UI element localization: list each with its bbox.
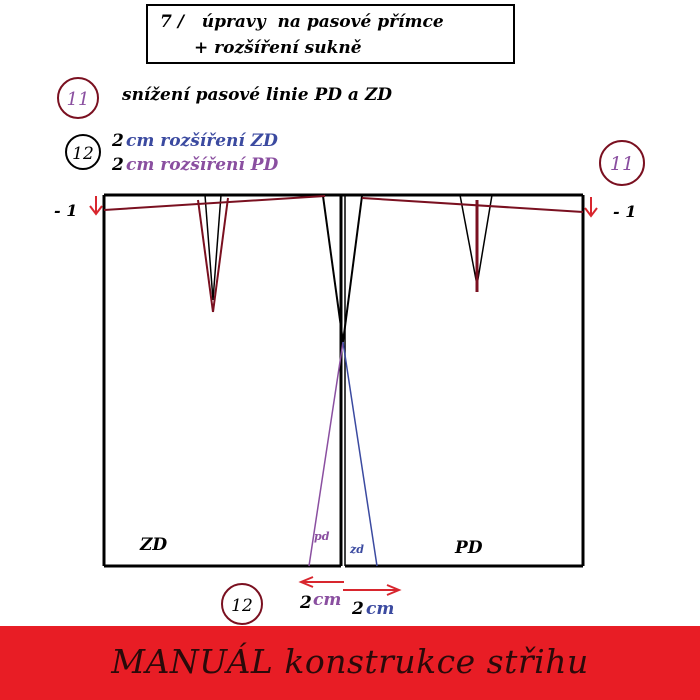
down-arrow-left-icon <box>89 196 103 216</box>
left-dart <box>197 194 229 313</box>
step-12-marker <box>65 134 101 170</box>
left-width-number: 2 <box>299 593 312 613</box>
step-12-number: 12 <box>72 144 94 164</box>
zd-extension-line <box>342 341 378 567</box>
skirt-outline <box>102 193 585 568</box>
lowered-waistline-pd <box>361 197 584 213</box>
zd-small-label: zd <box>349 543 364 556</box>
center-dart <box>322 195 363 343</box>
step-12-pd-text: cm rozšíření PD <box>126 155 279 175</box>
zd-panel-label: ZD <box>139 535 167 555</box>
pd-small-label: pd <box>314 530 330 543</box>
right-width-number: 2 <box>351 599 364 619</box>
right-dart <box>459 194 493 292</box>
step-12-zd-text: cm rozšíření ZD <box>126 131 278 151</box>
step-12-zd-num: 2 <box>111 131 124 151</box>
pd-panel-label: PD <box>454 538 483 558</box>
lowered-waistline-zd <box>103 195 326 211</box>
step-11-marker-right <box>599 140 645 186</box>
step-12-number-bottom: 12 <box>231 596 253 616</box>
manual-banner-title: MANUÁL konstrukce střihu <box>111 642 589 681</box>
manual-banner <box>0 626 700 700</box>
step-12-marker-bottom <box>221 583 263 625</box>
step-12-pd-num: 2 <box>111 155 124 175</box>
step-11-number: 11 <box>67 89 90 110</box>
title-box <box>146 4 515 64</box>
minus-1-right: - 1 <box>613 202 636 221</box>
right-width-unit: cm <box>366 599 394 619</box>
title-line-1: 7 / úpravy na pasové přímce <box>160 12 444 32</box>
step-11-text: snížení pasové linie PD a ZD <box>121 85 392 105</box>
title-line-2: + rozšíření sukně <box>194 38 362 58</box>
left-width-unit: cm <box>313 590 341 610</box>
minus-1-left: - 1 <box>54 201 77 220</box>
pd-extension-line <box>308 341 344 567</box>
step-11-number-right: 11 <box>610 153 634 175</box>
step-11-marker <box>57 77 99 119</box>
left-arrow-icon <box>298 576 344 588</box>
right-arrow-icon <box>343 584 402 596</box>
down-arrow-right-icon <box>584 197 598 218</box>
